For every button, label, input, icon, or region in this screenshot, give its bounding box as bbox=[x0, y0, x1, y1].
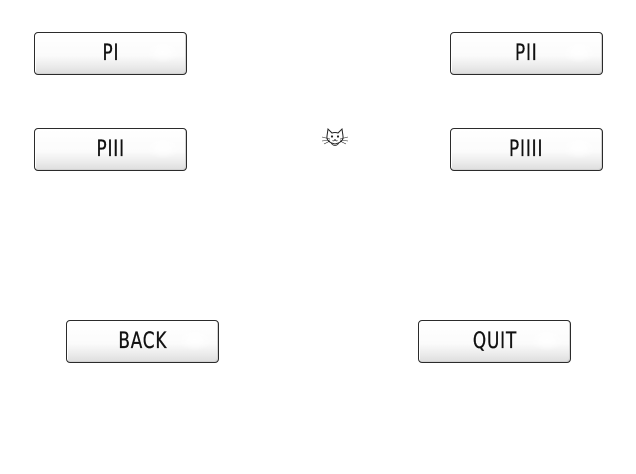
player-1-label: PI bbox=[102, 41, 119, 66]
cat-face-icon bbox=[321, 127, 349, 146]
player-4-button[interactable]: PIIII bbox=[450, 128, 603, 171]
quit-button[interactable]: QUIT bbox=[418, 320, 571, 363]
player-2-label: PII bbox=[515, 41, 538, 66]
quit-label: QUIT bbox=[472, 329, 517, 354]
player-1-button[interactable]: PI bbox=[34, 32, 187, 75]
player-2-button[interactable]: PII bbox=[450, 32, 603, 75]
player-3-button[interactable]: PIII bbox=[34, 128, 187, 171]
player-4-label: PIIII bbox=[509, 137, 544, 162]
back-button[interactable]: BACK bbox=[66, 320, 219, 363]
player-3-label: PIII bbox=[96, 137, 125, 162]
back-label: BACK bbox=[118, 329, 167, 354]
